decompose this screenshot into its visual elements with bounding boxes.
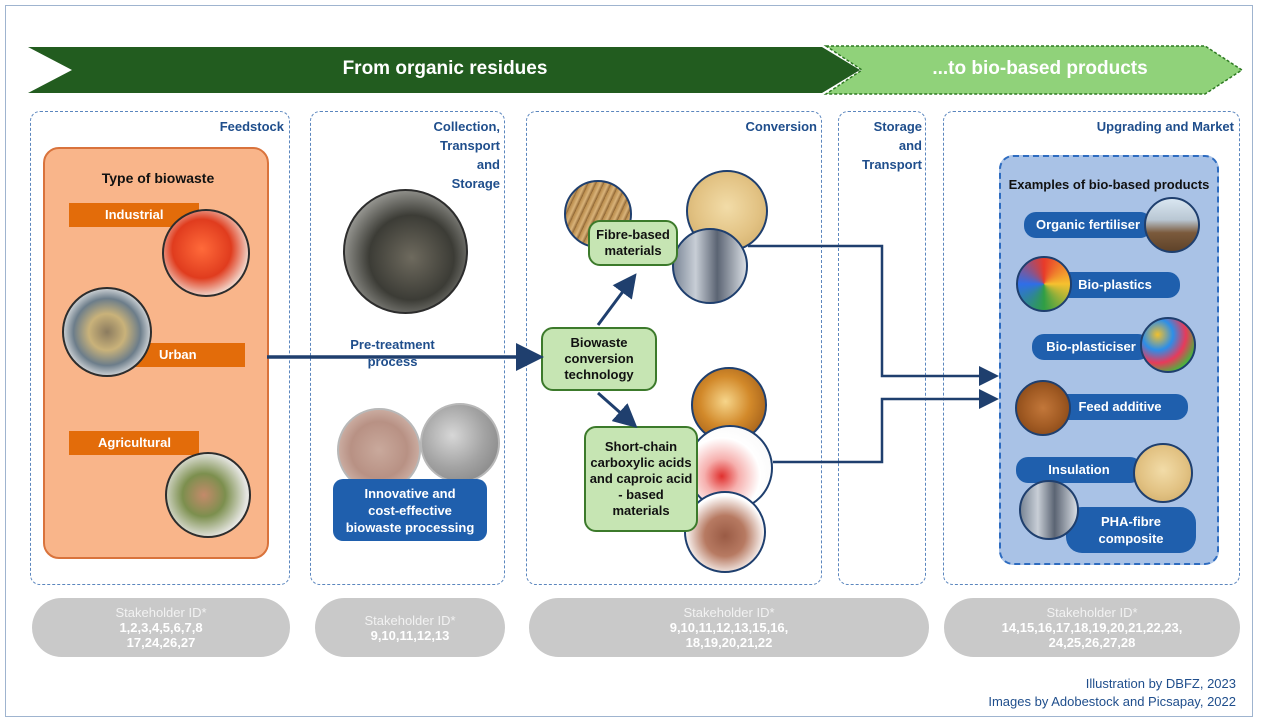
feed-additive-photo (1015, 380, 1071, 436)
product-insulation: Insulation (1016, 457, 1142, 483)
panel-title-conversion: Conversion (745, 119, 817, 134)
banner-right-arrow (823, 45, 1244, 95)
panel-collection (310, 111, 505, 585)
stakeholder-group-collection: Stakeholder ID* 9,10,11,12,13 (315, 598, 505, 657)
product-bio-plasticiser: Bio-plasticiser (1032, 334, 1150, 360)
stakeholder-group-feedstock: Stakeholder ID* 1,2,3,4,5,6,7,8 17,24,26… (32, 598, 290, 657)
banner-arrows (28, 45, 1244, 95)
stakeholder-group-conversion: Stakeholder ID* 9,10,11,12,13,15,16, 18,… (529, 598, 929, 657)
industrial-waste-photo (162, 209, 250, 297)
product-feed-additive: Feed additive (1052, 394, 1188, 420)
fibre-machine-photo (672, 228, 748, 304)
collection-site-photo (343, 189, 468, 314)
agricultural-waste-photo (165, 452, 251, 538)
panel-title-feedstock: Feedstock (219, 119, 284, 134)
fertiliser-photo (1144, 197, 1200, 253)
bio-plastics-photo (1016, 256, 1072, 312)
pha-composite-photo (1019, 480, 1079, 540)
stakeholder-group-upgrading: Stakeholder ID* 14,15,16,17,18,19,20,21,… (944, 598, 1240, 657)
panel-feedstock (30, 111, 290, 585)
tag-agricultural: Agricultural (69, 431, 199, 455)
figure-frame (5, 5, 1253, 717)
biowaste-title: Type of biowaste (101, 170, 215, 186)
banner-right-text: ...to bio-based products (932, 58, 1148, 79)
credit-images: Images by Adobestock and Picsapay, 2022 (988, 694, 1236, 709)
urban-waste-photo (62, 287, 152, 377)
banner-left-text: From organic residues (342, 58, 548, 79)
bio-plasticiser-photo (1140, 317, 1196, 373)
panel-title-upgrading: Upgrading and Market (1096, 119, 1234, 134)
products-title: Examples of bio-based products (1008, 177, 1210, 192)
credit-illustration: Illustration by DBFZ, 2023 (1085, 676, 1236, 691)
droplets-photo (420, 403, 500, 483)
banner-left-arrow (28, 47, 860, 93)
panel-storage (838, 111, 926, 585)
insulation-photo (1133, 443, 1193, 503)
tag-industrial: Industrial (69, 203, 199, 227)
product-organic-fertiliser: Organic fertiliser (1024, 212, 1152, 238)
